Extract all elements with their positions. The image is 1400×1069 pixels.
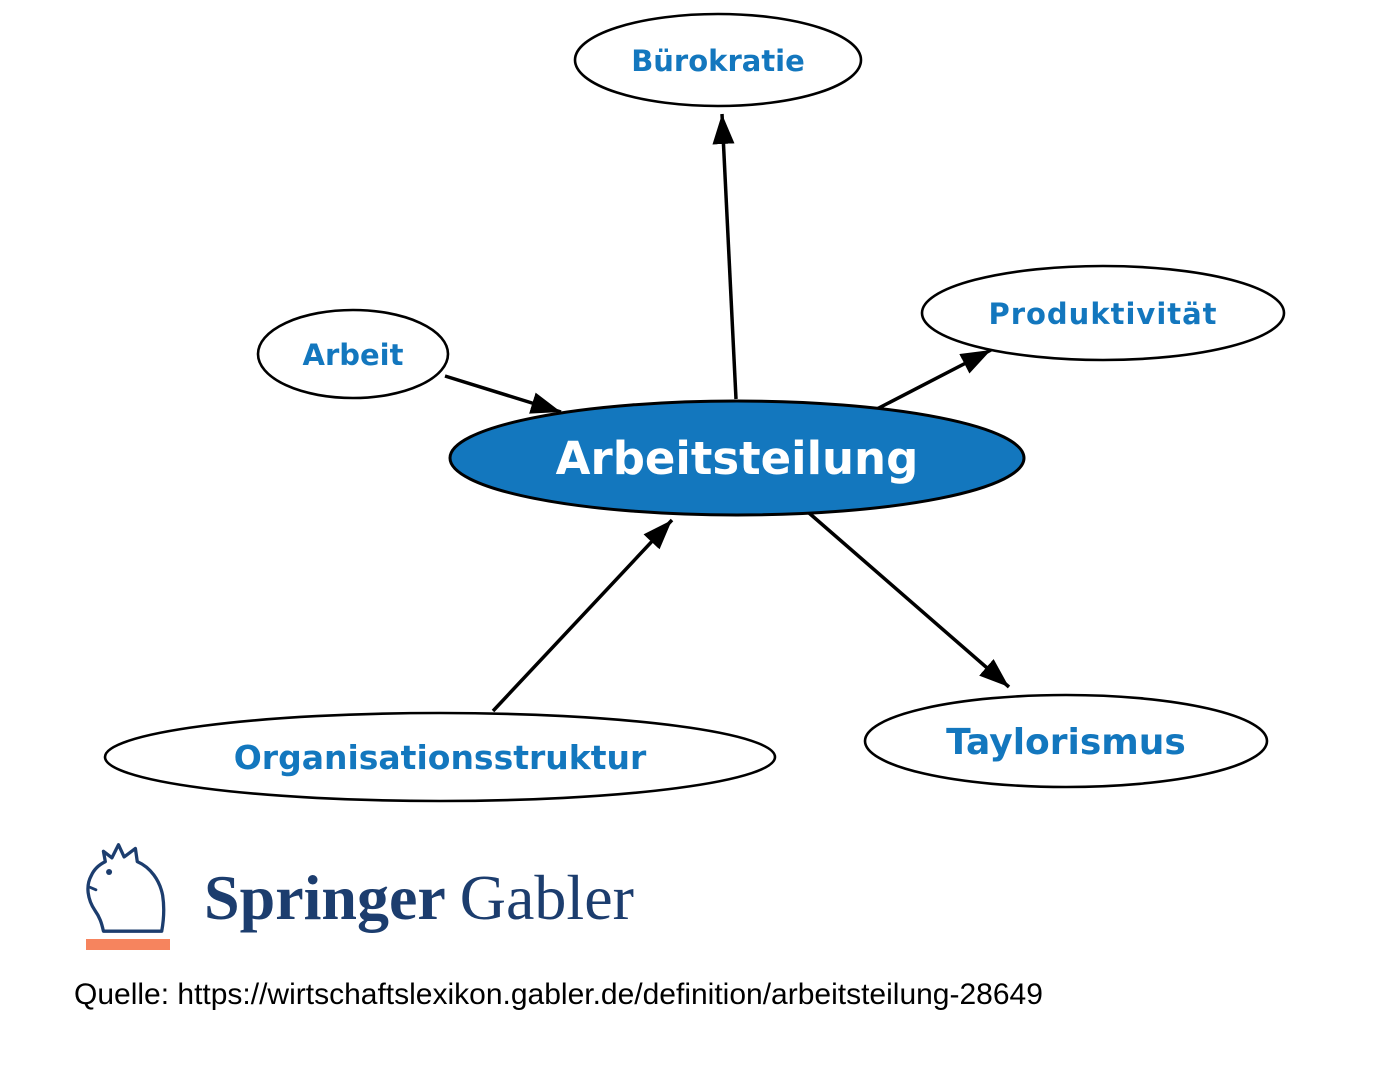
node-produktivitaet[interactable]: Produktivität bbox=[920, 264, 1286, 362]
logo-brand-springer: Springer bbox=[204, 862, 446, 933]
node-arbeit-ellipse bbox=[256, 308, 450, 400]
edge-arbeitsteilung-taylorismus bbox=[807, 511, 1011, 689]
logo-underline bbox=[86, 939, 170, 950]
logo-brand-gabler: Gabler bbox=[459, 862, 634, 933]
node-taylorismus-label: Taylorismus bbox=[946, 722, 1186, 763]
node-organisationsstruktur[interactable]: Organisationsstruktur bbox=[103, 711, 777, 803]
edge-arbeit-arbeitsteilung bbox=[444, 374, 562, 414]
node-taylorismus-ellipse bbox=[863, 693, 1269, 789]
node-buerokratie[interactable]: Bürokratie bbox=[573, 12, 863, 108]
node-arbeitsteilung[interactable]: Arbeitsteilung bbox=[448, 399, 1026, 517]
edge-arbeitsteilung-buerokratie bbox=[712, 113, 738, 400]
node-organisationsstruktur-label: Organisationsstruktur bbox=[234, 738, 647, 777]
source-caption: Quelle: https://wirtschaftslexikon.gable… bbox=[74, 978, 1043, 1011]
edge-arbeitsteilung-produktivitaet bbox=[872, 348, 992, 413]
node-buerokratie-label: Bürokratie bbox=[631, 44, 805, 78]
node-arbeitsteilung-label: Arbeitsteilung bbox=[556, 432, 919, 485]
springer-horse-icon bbox=[76, 840, 176, 950]
node-produktivitaet-label: Produktivität bbox=[988, 297, 1217, 331]
node-arbeit-label: Arbeit bbox=[303, 338, 404, 372]
node-organisationsstruktur-ellipse bbox=[103, 711, 777, 803]
node-arbeit[interactable]: Arbeit bbox=[256, 308, 450, 400]
node-produktivitaet-ellipse bbox=[920, 264, 1286, 362]
node-buerokratie-ellipse bbox=[573, 12, 863, 108]
node-taylorismus[interactable]: Taylorismus bbox=[863, 693, 1269, 789]
edge-organisationsstruktur-arbeitsteilung bbox=[491, 518, 674, 713]
node-arbeitsteilung-ellipse bbox=[448, 399, 1026, 517]
horse-knight-glyph bbox=[86, 843, 166, 933]
